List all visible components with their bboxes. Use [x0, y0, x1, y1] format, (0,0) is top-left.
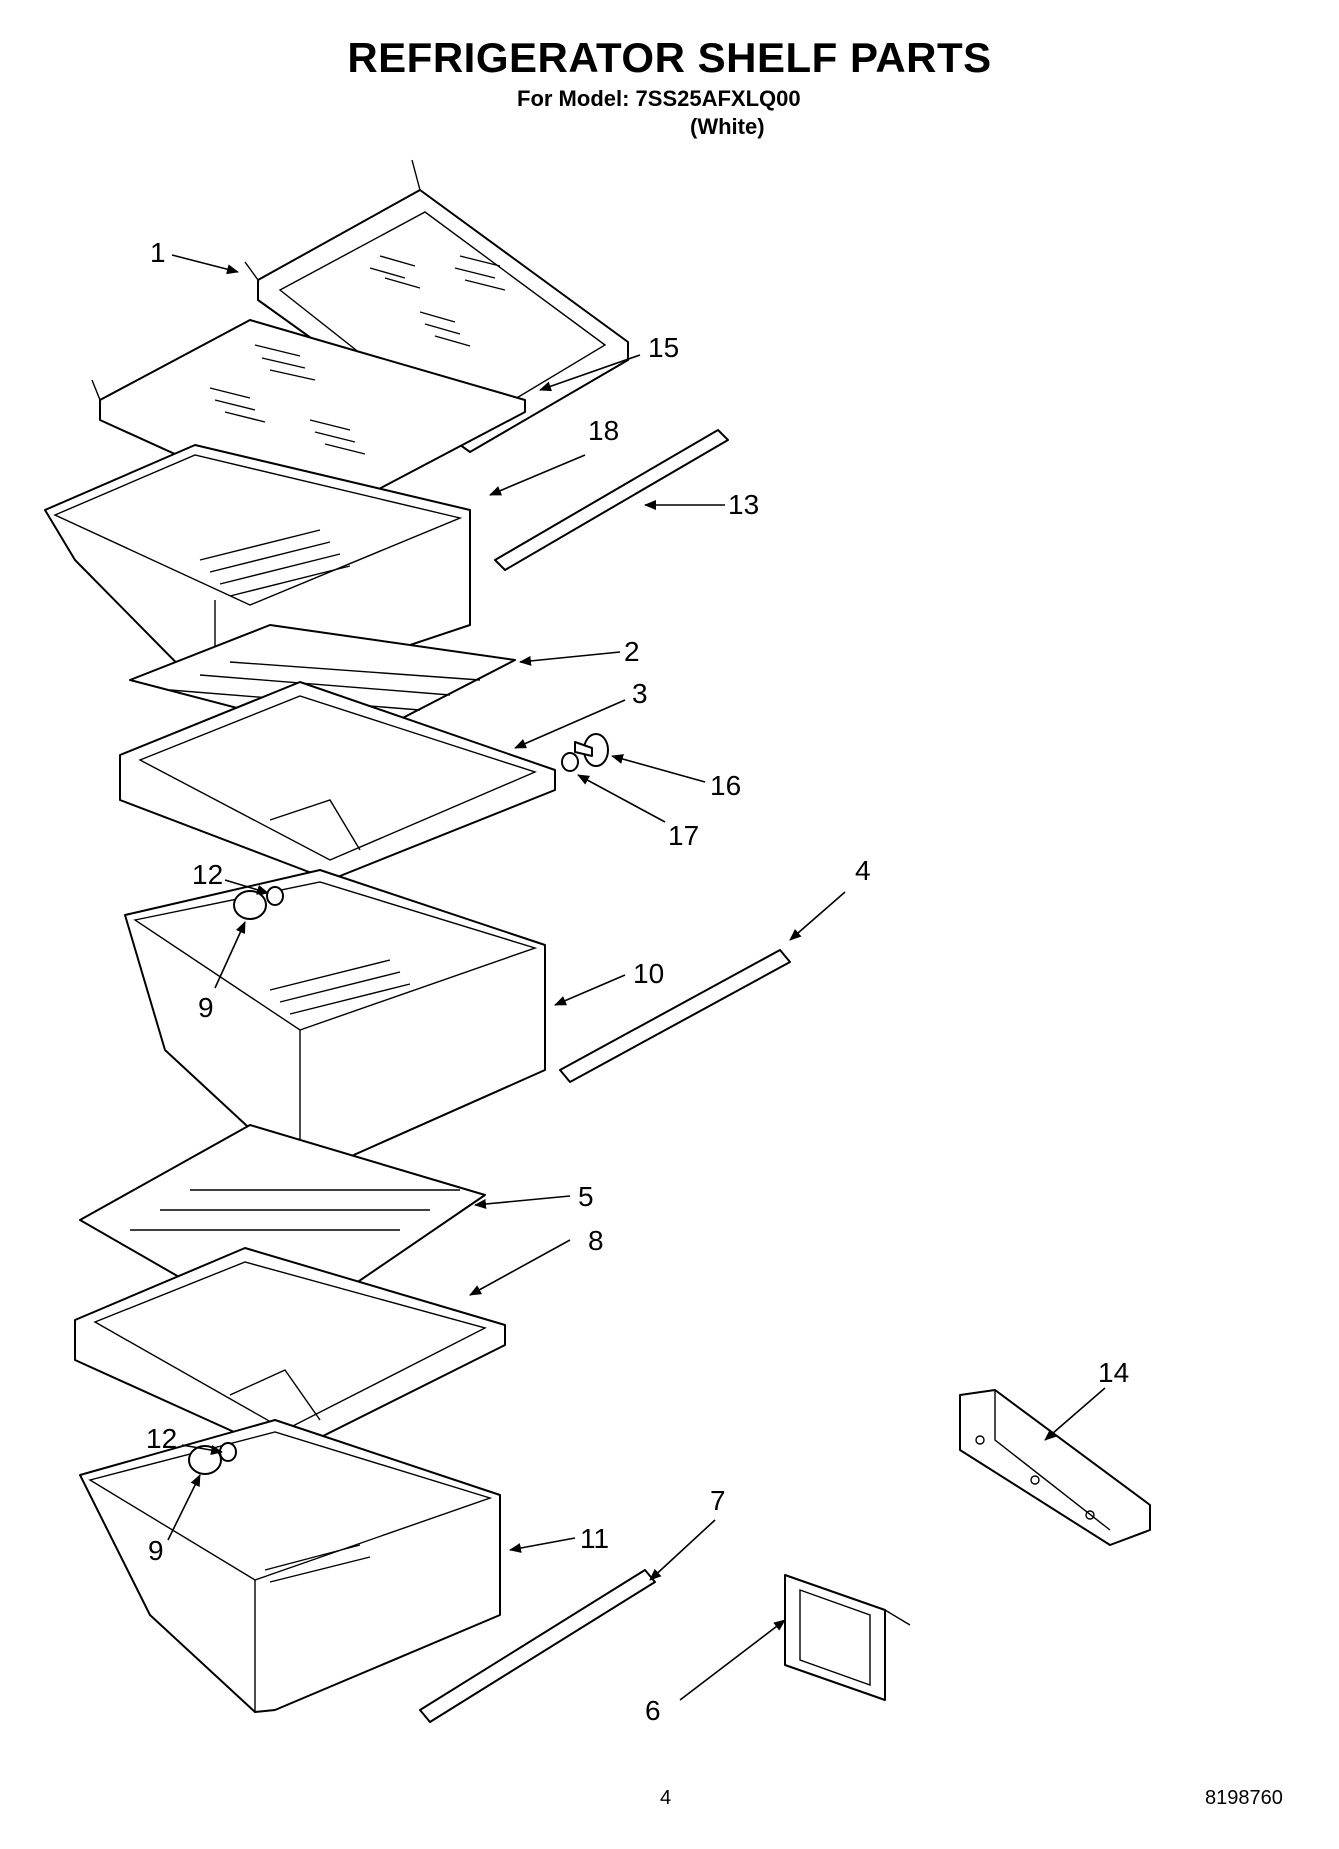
part-10-crisper-drawer — [124, 869, 546, 1176]
callout-4: 4 — [855, 855, 871, 886]
color-line: (White) — [690, 114, 765, 139]
model-line: For Model: 7SS25AFXLQ00 — [517, 86, 801, 111]
page-title: REFRIGERATOR SHELF PARTS — [347, 34, 992, 81]
callout-9b: 9 — [148, 1535, 164, 1566]
part-15-shelf — [91, 319, 526, 521]
part-6-label-holder — [784, 1574, 911, 1701]
page-number: 4 — [660, 1787, 672, 1809]
callout-12a: 12 — [192, 859, 223, 890]
callout-3: 3 — [632, 678, 648, 709]
part-1-shelf — [244, 159, 629, 453]
callout-12b: 12 — [146, 1423, 177, 1454]
part-4-trim — [559, 949, 791, 1083]
callout-18: 18 — [588, 415, 619, 446]
callout-labels: 1 15 18 13 2 3 16 17 4 12 9 10 5 8 14 12… — [146, 237, 1129, 1726]
callout-9a: 9 — [198, 992, 214, 1023]
part-8-cover-frame — [74, 1247, 506, 1456]
callout-5: 5 — [578, 1181, 594, 1212]
part-13-trim — [494, 429, 729, 571]
document-number: 8198760 — [1205, 1787, 1283, 1809]
callout-13: 13 — [728, 489, 759, 520]
callout-8: 8 — [588, 1225, 604, 1256]
leader-lines — [167, 254, 1106, 1701]
part-7-trim — [419, 1569, 656, 1723]
callout-2: 2 — [624, 636, 640, 667]
callout-14: 14 — [1098, 1357, 1129, 1388]
part-16-17-fastener — [561, 733, 609, 772]
callout-1: 1 — [150, 237, 166, 268]
part-11-crisper-drawer — [79, 1419, 501, 1713]
callout-10: 10 — [633, 958, 664, 989]
part-2-glass-insert — [129, 624, 516, 741]
part-3-cover-frame — [119, 681, 556, 881]
part-14-bracket — [959, 1389, 1151, 1546]
callout-6: 6 — [645, 1695, 661, 1726]
callout-7: 7 — [710, 1485, 726, 1516]
callout-16: 16 — [710, 770, 741, 801]
callout-17: 17 — [668, 820, 699, 851]
callout-11: 11 — [580, 1523, 609, 1554]
callout-15: 15 — [648, 332, 679, 363]
